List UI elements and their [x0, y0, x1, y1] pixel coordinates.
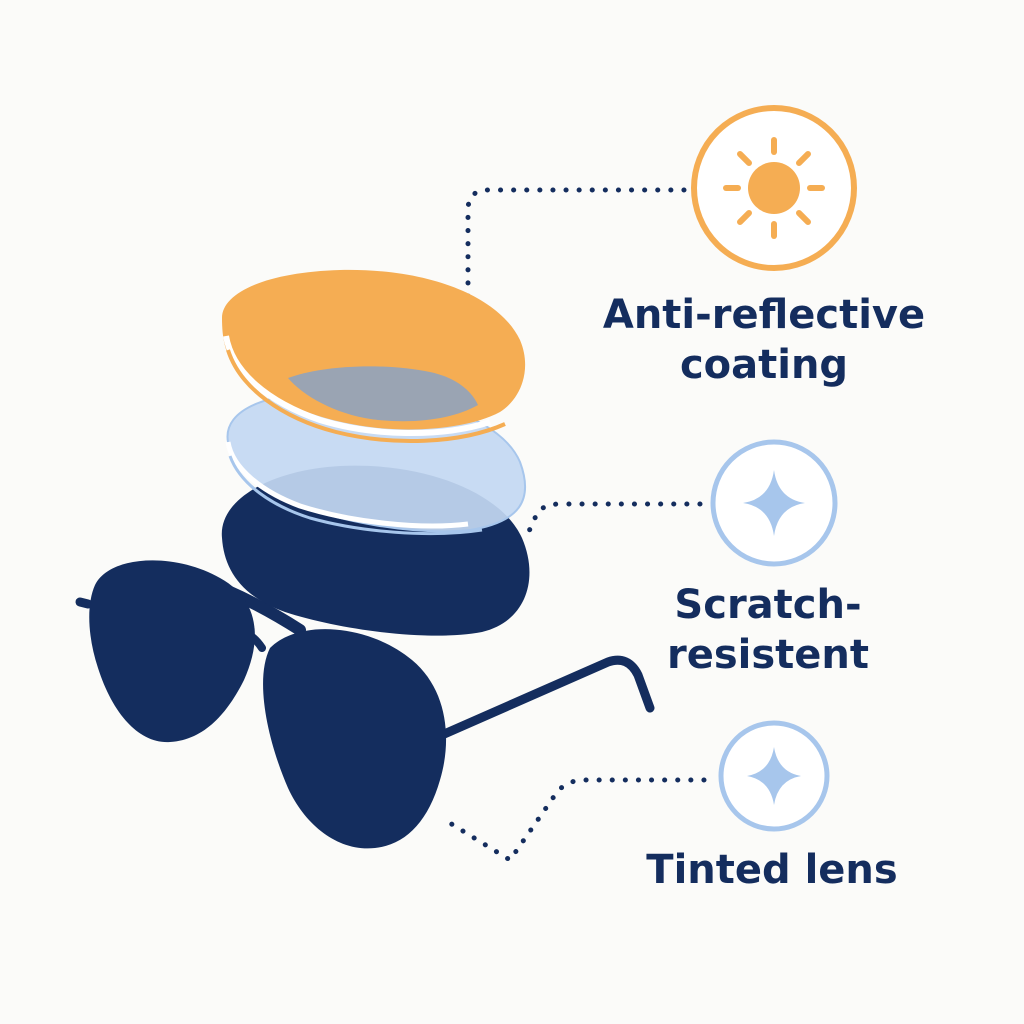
sun-icon	[723, 137, 825, 239]
sunglasses	[75, 560, 655, 849]
grey-tint-area	[288, 366, 478, 422]
anti-reflective-label-line1: Anti-reflective	[602, 292, 926, 338]
scratch-resistant-label: Scratch- resistent	[618, 580, 918, 680]
scratch-resistant-label-line2: resistent	[666, 632, 870, 678]
anti-reflective-layer	[222, 269, 526, 444]
connector-lines	[442, 187, 707, 864]
scratch-resistant-icon-circle	[710, 439, 838, 567]
temple-right	[437, 655, 655, 740]
tinted-icon-circle	[718, 720, 830, 832]
connector-scratch-resistant	[522, 501, 703, 543]
anti-reflective-label-line2: coating	[679, 342, 849, 388]
anti-reflective-label: Anti-reflective coating	[590, 290, 938, 390]
temple-left	[75, 597, 93, 609]
lens-right	[263, 629, 447, 849]
sparkle-icon	[743, 470, 805, 536]
anti-reflective-icon-circle	[691, 105, 857, 271]
tinted-lens-label: Tinted lens	[632, 845, 912, 895]
connector-anti-reflective	[465, 187, 687, 348]
tinted-lens-label-line1: Tinted lens	[646, 847, 898, 893]
connector-tinted	[442, 777, 707, 864]
sparkle-icon	[747, 747, 801, 805]
lens-left	[89, 560, 255, 743]
scratch-resistant-label-line1: Scratch-	[674, 582, 862, 628]
